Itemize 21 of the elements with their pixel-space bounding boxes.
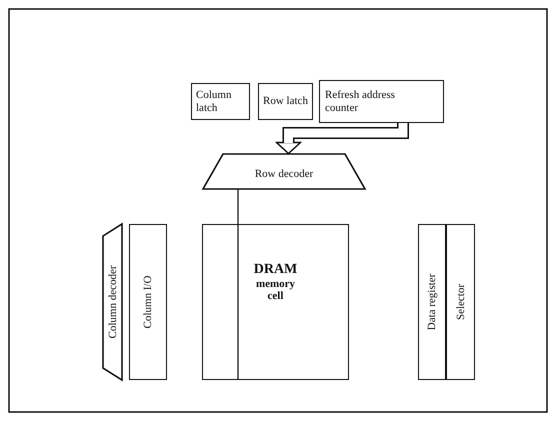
block-box [129,224,167,380]
block-box [202,224,349,380]
block-label: Column decoder [106,266,119,338]
block-label: memory cell [254,278,296,302]
block-label: DRAM [254,262,298,278]
block-box [319,80,444,123]
block-label: Selector [454,284,467,320]
hollow-arrow [276,123,409,154]
decoder-trapezoid [103,224,122,380]
block-box [191,83,250,120]
connector-line [237,189,239,224]
block-box [418,224,446,380]
block-label: Refresh address counter [325,89,396,114]
block-box [446,224,475,380]
block-label: Data register [426,274,438,330]
decoder-trapezoid [203,154,365,189]
block-label: Column I/O [142,276,154,328]
block-label: Column latch [196,89,232,114]
block-label: Row decoder [254,168,314,181]
block-box [258,83,313,120]
block-label: Row latch [263,95,308,108]
